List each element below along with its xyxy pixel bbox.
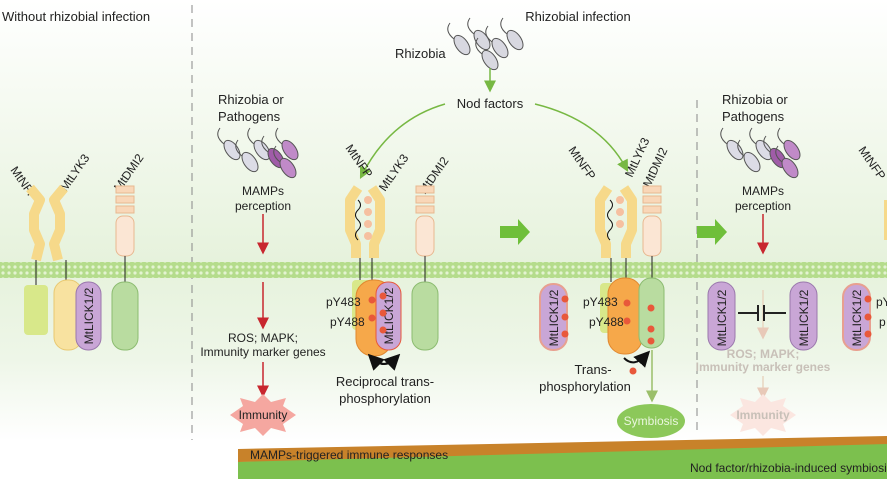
immunity-genes-label: Immunity marker genes [200,345,325,359]
progression-arrow-icon [697,219,727,245]
py483-label: pY483 [326,295,361,309]
reciprocal-label: Reciprocal trans- [336,374,434,389]
mtlick-label: MtLICK1/2 [715,289,729,346]
immunity-burst-icon [730,394,796,436]
p-partial-label: p [879,315,886,329]
mamps-label: MAMPs [742,184,784,198]
py-partial-label: pY [876,295,887,309]
inhibition-icon [738,305,786,321]
nod-factors-label: Nod factors [457,96,524,111]
immunity-label: Immunity [239,408,288,422]
symbiosis-bar [238,444,887,479]
mtlyk3-receptor [49,184,68,262]
mamps-pathway-active: Rhizobia or Pathogens MAMPs perception R… [200,92,326,436]
py483-label: pY483 [583,295,618,309]
mtlick-label: MtLICK1/2 [797,289,811,346]
mtlick-label: MtLICK1/2 [850,289,864,346]
mtlick-protein [789,281,818,351]
perception-label: perception [235,199,291,213]
rhizobia-or-label: Rhizobia or [218,92,284,107]
rhizobia-or-label: Rhizobia or [722,92,788,107]
symbiosis-label: Symbiosis [624,414,679,428]
nod-factor-arrow-icon [359,103,446,180]
panel-title-without: Without rhizobial infection [2,9,150,24]
immunity-label: Immunity [736,408,790,422]
mtlick-protein [75,281,102,351]
progression-arrow-icon [500,219,530,245]
pathogens-label: Pathogens [722,109,785,124]
trans-label: Trans- [574,362,611,377]
immunity-genes-label: Immunity marker genes [696,360,831,374]
panel-title-with: Rhizobial infection [525,9,631,24]
transphosphorylation-arrow-icon [623,350,651,368]
mtnfp-receptor [26,184,45,262]
ros-mapk-label: ROS; MAPK; [228,331,298,345]
mtlick-protein [707,281,736,351]
mtlick-label: MtLICK1/2 [547,289,561,346]
kinase-domain [24,285,48,335]
phosphorylation-label: phosphorylation [539,379,631,394]
py488-label: pY488 [589,315,624,329]
phosphorylation-label: phosphorylation [339,391,431,406]
perception-label: perception [735,199,791,213]
symbiosis-badge [617,404,685,438]
symbiosis-bar-label: Nod factor/rhizobia-induced symbiosis [690,461,887,475]
kinase-domain [111,281,139,351]
nod-factor-icon [355,199,361,241]
py488-label: pY488 [330,315,365,329]
rhizobia-label: Rhizobia [395,46,446,61]
immunity-burst-icon [230,394,296,436]
plasma-membrane [0,262,887,278]
mtdmi2-receptor [115,185,135,257]
nod-factor-arrow-icon [534,103,629,172]
ros-mapk-label: ROS; MAPK; [727,347,800,361]
mtlick-label: MtLICK1/2 [82,287,96,344]
immune-bar-label: MAMPs-triggered immune responses [250,448,448,462]
mamps-pathway-inhibited: Rhizobia or Pathogens MAMPs perception M… [696,92,831,436]
mamps-label: MAMPs [242,184,284,198]
pathogens-label: Pathogens [218,109,281,124]
